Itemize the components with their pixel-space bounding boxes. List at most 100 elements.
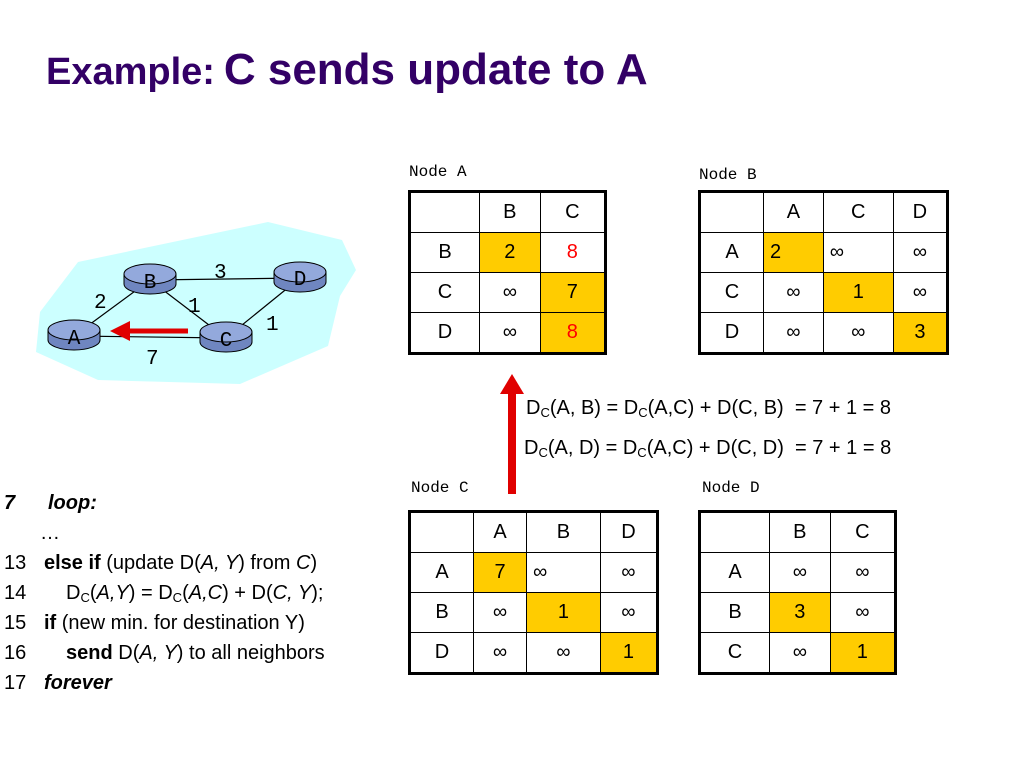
line-number: 7 bbox=[4, 492, 16, 514]
header-cell bbox=[699, 191, 764, 233]
algo-var: A, Y bbox=[200, 552, 239, 574]
update-arrow-vertical bbox=[500, 374, 524, 494]
algo-text: D( bbox=[112, 642, 140, 664]
header-cell: D bbox=[892, 191, 949, 233]
table-header-row: A B D bbox=[409, 511, 659, 553]
cost-cell: ∞ bbox=[822, 312, 894, 354]
algo-text: ) bbox=[310, 552, 318, 574]
algo-ellipsis: … bbox=[40, 522, 60, 544]
eq-subscript: C bbox=[637, 445, 647, 460]
table-row: B 2 8 bbox=[409, 232, 607, 273]
algo-subscript: C bbox=[172, 590, 183, 605]
header-cell bbox=[699, 511, 770, 553]
algo-subscript: C bbox=[80, 590, 90, 605]
cost-cell: ∞ bbox=[829, 552, 897, 593]
cost-cell: 1 bbox=[822, 272, 894, 313]
eq-d: D bbox=[526, 397, 541, 419]
header-cell: A bbox=[473, 511, 527, 553]
algo-line-16: 16 send D(A, Y) to all neighbors bbox=[4, 638, 325, 668]
line-number: 13 bbox=[4, 552, 27, 574]
table-header-row: B C bbox=[409, 191, 607, 233]
cost-cell: ∞ bbox=[473, 632, 527, 674]
algo-var: A,Y bbox=[96, 582, 129, 604]
algo-var: A,C bbox=[188, 582, 223, 604]
cost-cell: ∞ bbox=[763, 312, 824, 354]
line-number: 15 bbox=[4, 612, 27, 634]
algo-text: ) + D( bbox=[222, 582, 273, 604]
router-a-label: A bbox=[68, 328, 81, 351]
node-d-label: Node D bbox=[702, 479, 760, 497]
cost-cell: ∞ bbox=[526, 632, 601, 674]
row-label: D bbox=[699, 312, 764, 354]
eq-rhs: (A,C) + D(C, D) = 7 + 1 = 8 bbox=[646, 437, 892, 459]
cost-cell: ∞ bbox=[526, 552, 601, 593]
cost-cell: 7 bbox=[539, 272, 607, 313]
equation-ad: DC(A, D) = DC(A,C) + D(C, D) = 7 + 1 = 8 bbox=[524, 438, 891, 459]
row-label: C bbox=[409, 272, 480, 313]
algo-text: (new min. for destination Y) bbox=[56, 612, 305, 634]
algo-text: D bbox=[66, 582, 81, 604]
node-b-table: A C D A 2 ∞ ∞ C ∞ 1 ∞ D ∞ ∞ 3 bbox=[698, 190, 949, 355]
row-label: A bbox=[699, 552, 770, 593]
algo-line-ellipsis: … bbox=[4, 518, 325, 548]
title-main: C sends update to A bbox=[223, 45, 648, 94]
header-cell: A bbox=[763, 191, 824, 233]
algo-text: ( bbox=[89, 582, 97, 604]
algo-text: ); bbox=[311, 582, 324, 604]
row-label: C bbox=[699, 272, 764, 313]
weight-a-b: 2 bbox=[94, 292, 107, 315]
row-label: A bbox=[409, 552, 474, 593]
cost-cell: ∞ bbox=[829, 592, 897, 633]
row-label: C bbox=[699, 632, 770, 674]
line-number: 14 bbox=[4, 582, 27, 604]
cost-cell: 7 bbox=[473, 552, 527, 593]
algo-var: A, Y bbox=[139, 642, 177, 664]
row-label: B bbox=[409, 232, 480, 273]
cost-cell: ∞ bbox=[473, 592, 527, 633]
header-cell: B bbox=[769, 511, 831, 553]
algo-keyword: else if bbox=[44, 552, 101, 574]
cost-cell: ∞ bbox=[599, 592, 659, 633]
table-header-row: B C bbox=[699, 511, 897, 553]
row-label: A bbox=[699, 232, 764, 273]
table-header-row: A C D bbox=[699, 191, 949, 233]
line-number: 17 bbox=[4, 672, 27, 694]
algo-text: ) to all neighbors bbox=[176, 642, 325, 664]
equation-ab: DC(A, B) = DC(A,C) + D(C, B) = 7 + 1 = 8 bbox=[526, 398, 891, 419]
header-cell: C bbox=[829, 511, 897, 553]
router-b: B bbox=[123, 263, 177, 295]
table-row: D ∞ 8 bbox=[409, 312, 607, 354]
weight-b-c: 1 bbox=[188, 296, 201, 319]
cost-cell: 3 bbox=[892, 312, 949, 354]
router-c-label: C bbox=[220, 330, 233, 353]
algo-text: ( bbox=[182, 582, 189, 604]
eq-subscript: C bbox=[638, 405, 648, 420]
line-number: 16 bbox=[4, 642, 27, 664]
weight-c-d: 1 bbox=[266, 314, 279, 337]
weight-a-c: 7 bbox=[146, 348, 159, 371]
cost-cell: 3 bbox=[769, 592, 831, 633]
cost-cell: ∞ bbox=[822, 232, 894, 273]
node-c-label: Node C bbox=[411, 479, 469, 497]
cost-cell: ∞ bbox=[892, 232, 949, 273]
router-c: C bbox=[199, 321, 253, 353]
network-cloud bbox=[36, 222, 356, 384]
cost-cell: 2 bbox=[479, 232, 541, 273]
table-row: D ∞ ∞ 3 bbox=[699, 312, 949, 354]
algo-line-17: 17 forever bbox=[4, 668, 325, 698]
row-label: B bbox=[699, 592, 770, 633]
algo-keyword: send bbox=[66, 642, 113, 664]
router-d-label: D bbox=[294, 269, 307, 292]
row-label: B bbox=[409, 592, 474, 633]
cost-cell: ∞ bbox=[769, 552, 831, 593]
cost-cell: 1 bbox=[526, 592, 601, 633]
router-d: D bbox=[273, 261, 327, 293]
router-a: A bbox=[47, 319, 101, 351]
eq-lhs: (A, D) = D bbox=[547, 437, 638, 459]
algo-var: C bbox=[295, 552, 311, 574]
header-cell: C bbox=[822, 191, 894, 233]
algo-keyword: forever bbox=[44, 672, 112, 694]
